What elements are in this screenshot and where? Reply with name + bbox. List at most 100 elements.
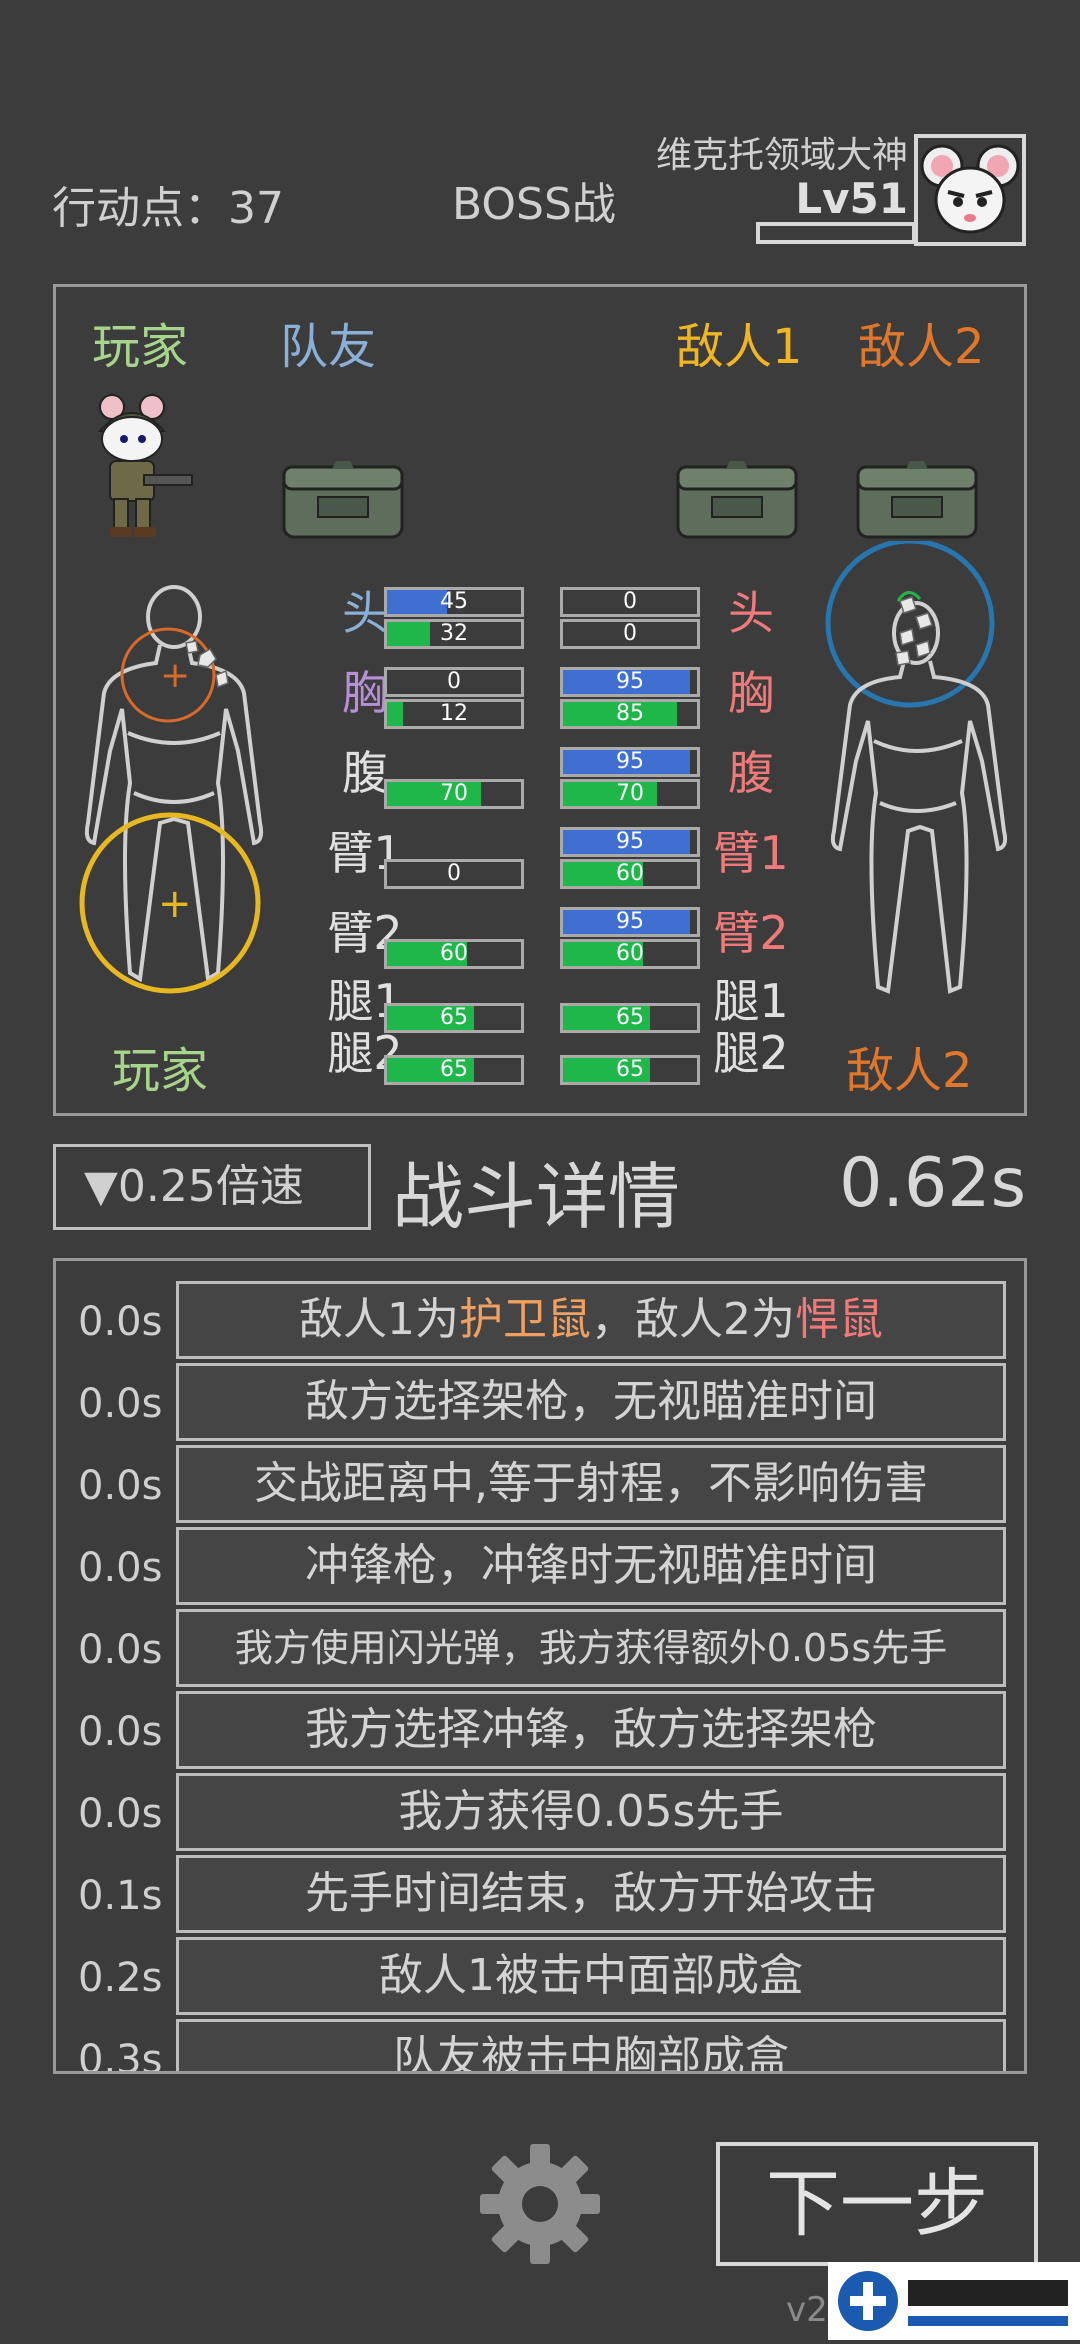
left-health-bar-4-value: 60 — [440, 941, 468, 966]
left-health-bar-5-fill — [387, 1006, 475, 1030]
log-time: 0.1s — [78, 1873, 163, 1919]
log-message: 敌方选择架枪，无视瞄准时间 — [176, 1363, 1006, 1441]
watermark-logo — [828, 2262, 1080, 2340]
right-armor-bar-2-fill — [563, 750, 691, 774]
right-health-bar-3-value: 60 — [616, 861, 644, 886]
log-message: 我方使用闪光弹，我方获得额外0.05s先手 — [176, 1609, 1006, 1687]
log-message-text: 护卫鼠 — [459, 1294, 591, 1345]
svg-text:+: + — [160, 655, 190, 696]
gear-icon[interactable] — [476, 2140, 604, 2268]
teammate-loot-box-icon — [282, 461, 404, 539]
log-time: 0.0s — [78, 1627, 163, 1673]
left-part-chest: 胸 — [342, 666, 388, 720]
log-time: 0.0s — [78, 1709, 163, 1755]
right-armor-bar-1: 95 — [560, 667, 700, 697]
log-message: 冲锋枪，冲锋时无视瞄准时间 — [176, 1527, 1006, 1605]
right-part-head: 头 — [728, 586, 774, 640]
log-message-text: 冲锋枪，冲锋时无视瞄准时间 — [305, 1540, 877, 1591]
next-step-button[interactable]: 下一步 — [716, 2142, 1038, 2266]
right-health-bar-6: 65 — [560, 1055, 700, 1085]
right-health-bar-0-value: 0 — [623, 621, 637, 646]
right-health-bar-4-fill — [563, 942, 644, 966]
player-character-icon[interactable] — [86, 391, 206, 541]
enemy-body-diagram[interactable] — [816, 541, 1016, 1001]
right-part-leg2: 腿2 — [713, 1026, 789, 1080]
right-armor-bar-3-fill — [563, 830, 691, 854]
watermark-logo-icon — [838, 2271, 1068, 2331]
right-health-bar-5-value: 65 — [616, 1005, 644, 1030]
enemy1-label: 敌人1 — [676, 319, 803, 375]
log-message-text: 敌方选择架枪，无视瞄准时间 — [305, 1376, 877, 1427]
left-health-bar-0-value: 32 — [440, 621, 468, 646]
log-row: 0.3s 队友被击中胸部成盒 — [56, 2019, 1024, 2074]
log-row: 0.0s 我方使用闪光弹，我方获得额外0.05s先手 — [56, 1609, 1024, 1691]
log-message-text: 先手时间结束，敌方开始攻击 — [305, 1868, 877, 1919]
log-message: 交战距离中,等于射程，不影响伤害 — [176, 1445, 1006, 1523]
log-message-text: 我方获得0.05s先手 — [398, 1786, 784, 1837]
teammate-label: 队友 — [280, 319, 377, 375]
version-label: v2 — [786, 2290, 828, 2330]
enemy-figure-label: 敌人2 — [846, 1043, 973, 1099]
right-armor-bar-2: 95 — [560, 747, 700, 777]
log-row: 0.1s 先手时间结束，敌方开始攻击 — [56, 1855, 1024, 1937]
left-health-bar-1-value: 12 — [440, 701, 468, 726]
log-row: 0.0s 我方选择冲锋，敌方选择架枪 — [56, 1691, 1024, 1773]
left-health-bar-1: 12 — [384, 699, 524, 729]
left-health-bar-6-value: 65 — [440, 1057, 468, 1082]
left-health-bar-1-fill — [387, 702, 404, 726]
left-health-bar-5-value: 65 — [440, 1005, 468, 1030]
speed-button[interactable]: ▼0.25倍速 — [53, 1144, 371, 1230]
log-row: 0.0s 交战距离中,等于射程，不影响伤害 — [56, 1445, 1024, 1527]
right-health-bar-5: 65 — [560, 1003, 700, 1033]
right-health-bar-4-value: 60 — [616, 941, 644, 966]
log-message: 敌人1被击中面部成盒 — [176, 1937, 1006, 2015]
right-part-chest: 胸 — [728, 666, 774, 720]
right-armor-bar-0: 0 — [560, 587, 700, 617]
left-health-bar-0-fill — [387, 622, 430, 646]
xp-bar — [756, 222, 916, 244]
left-health-bar-6: 65 — [384, 1055, 524, 1085]
left-armor-bar-0: 45 — [384, 587, 524, 617]
enemy2-loot-box-icon — [856, 461, 978, 539]
right-health-bar-1: 85 — [560, 699, 700, 729]
right-health-bar-1-fill — [563, 702, 677, 726]
right-armor-bar-3-value: 95 — [616, 829, 644, 854]
player-body-diagram[interactable]: + + — [70, 583, 270, 1003]
log-message-text: 我方选择冲锋，敌方选择架枪 — [305, 1704, 877, 1755]
left-armor-bar-1: 0 — [384, 667, 524, 697]
right-part-abdomen: 腹 — [728, 746, 774, 800]
player-figure-label: 玩家 — [112, 1043, 209, 1099]
log-message: 先手时间结束，敌方开始攻击 — [176, 1855, 1006, 1933]
right-health-bar-6-value: 65 — [616, 1057, 644, 1082]
log-message-text: ，敌人2为 — [591, 1294, 795, 1345]
log-time: 0.0s — [78, 1791, 163, 1837]
left-health-bar-3-value: 0 — [447, 861, 461, 886]
enemy1-loot-box-icon — [676, 461, 798, 539]
right-part-arm2: 臂2 — [713, 906, 789, 960]
left-health-bar-2-fill — [387, 782, 481, 806]
log-message: 我方获得0.05s先手 — [176, 1773, 1006, 1851]
right-health-bar-2-fill — [563, 782, 657, 806]
svg-text:+: + — [158, 881, 192, 927]
log-message-text: 敌人1被击中面部成盒 — [379, 1950, 803, 2001]
right-armor-bar-3: 95 — [560, 827, 700, 857]
right-armor-bar-4-fill — [563, 910, 691, 934]
right-part-leg1: 腿1 — [713, 974, 789, 1028]
mouse-avatar-icon — [920, 144, 1020, 234]
log-time: 0.3s — [78, 2037, 163, 2074]
player-level: Lv51 — [795, 174, 908, 223]
right-armor-bar-1-fill — [563, 670, 691, 694]
avatar[interactable] — [914, 134, 1026, 246]
left-part-abdomen: 腹 — [342, 746, 388, 800]
right-armor-bar-2-value: 95 — [616, 749, 644, 774]
log-time: 0.0s — [78, 1463, 163, 1509]
player-name: 维克托领域大神 — [655, 135, 908, 176]
log-time: 0.0s — [78, 1545, 163, 1591]
left-health-bar-3: 0 — [384, 859, 524, 889]
log-message: 队友被击中胸部成盒 — [176, 2019, 1006, 2071]
battle-panel: 玩家 队友 敌人1 敌人2 — [53, 284, 1027, 1116]
